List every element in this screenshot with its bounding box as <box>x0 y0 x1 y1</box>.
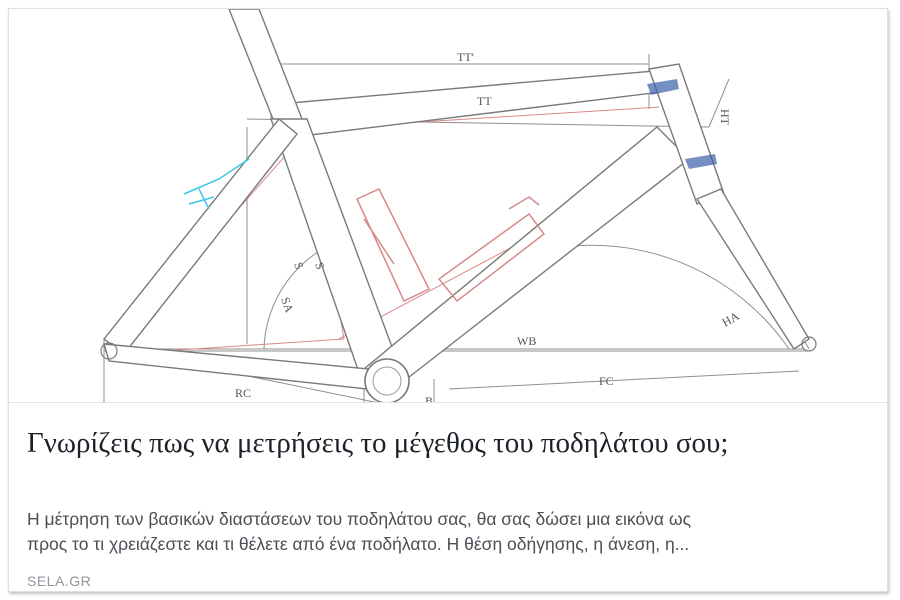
label-fc: FC <box>599 374 614 388</box>
dimension-line <box>448 370 800 390</box>
frame-drawing: TT' TT HT HA SA S S WB RC FC B <box>100 9 817 402</box>
description-line-1: Η μέτρηση των βασικών διαστάσεων του ποδ… <box>27 509 692 529</box>
description-line-2: προς το τι χρειάζεστε και τι θέλετε από … <box>27 534 690 554</box>
bottle-cage-1 <box>356 188 431 303</box>
seat-tube <box>270 118 405 388</box>
bottle-cage-2 <box>437 212 546 303</box>
headset-bottom-cup <box>685 154 717 169</box>
source-domain: SELA.GR <box>27 573 92 589</box>
bike-frame-geometry-image[interactable]: TT' TT HT HA SA S S WB RC FC B <box>9 9 887 403</box>
bottom-bracket-inner <box>372 366 402 396</box>
label-sa: SA <box>278 295 297 315</box>
fork <box>695 188 810 350</box>
article-description: Η μέτρηση των βασικών διαστάσεων του ποδ… <box>27 507 869 557</box>
link-preview-card[interactable]: TT' TT HT HA SA S S WB RC FC B Γνωρίζεις… <box>8 8 888 592</box>
seat-stay <box>103 118 298 355</box>
link-caption[interactable]: Γνωρίζεις πως να μετρήσεις το μέγεθος το… <box>9 403 887 591</box>
label-s: S <box>291 260 306 271</box>
bottom-bracket-shell <box>364 358 410 402</box>
label-b: B <box>425 394 433 402</box>
seat-post <box>228 9 305 130</box>
label-ha: HA <box>720 309 742 330</box>
dimension-line <box>708 78 730 128</box>
bottle-cage-1-line <box>363 218 395 265</box>
angle-arc <box>548 244 790 350</box>
label-tt-eff: TT' <box>457 50 474 64</box>
label-rc: RC <box>235 386 251 400</box>
rear-dropout <box>100 342 118 360</box>
bottle-cage-2-cap <box>508 196 540 210</box>
article-title[interactable]: Γνωρίζεις πως να μετρήσεις το μέγεθος το… <box>27 427 729 459</box>
label-s-2: S <box>312 260 327 271</box>
seat-clamp-sketch <box>183 158 250 210</box>
label-wb: WB <box>517 334 536 348</box>
top-tube <box>277 70 671 138</box>
label-tt: TT <box>477 94 492 108</box>
front-dropout <box>801 336 817 352</box>
headset-top-cup <box>647 79 679 95</box>
label-ht: HT <box>718 109 732 126</box>
